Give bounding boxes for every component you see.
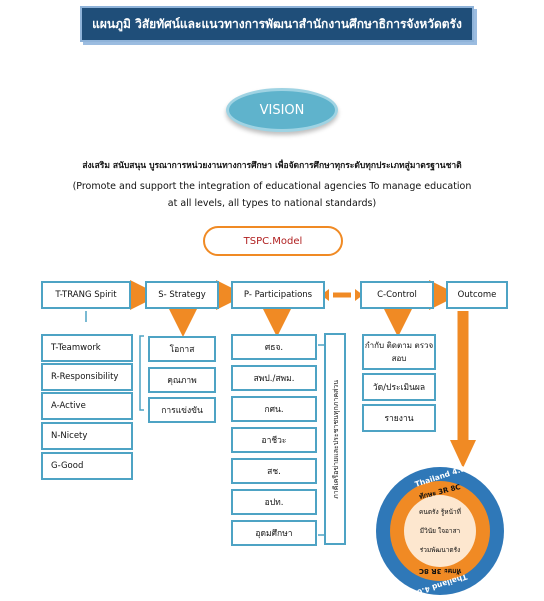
page-title: แผนภูมิ วิสัยทัศน์และแนวทางการพัฒนาสำนัก… xyxy=(80,6,474,42)
vision-thai-text: ส่งเสริม สนับสนุน บูรณาการหน่วยงานทางการ… xyxy=(82,161,462,171)
participation-item: สช. xyxy=(231,458,317,484)
trang-item: T-Teamwork xyxy=(41,334,133,362)
vision-badge: VISION xyxy=(226,88,338,132)
strategy-item: การแข่งขัน xyxy=(148,397,216,423)
trang-item: G-Good xyxy=(41,452,133,480)
outcome-inner-circle xyxy=(404,495,476,567)
outcome-inner-line: ร่วมพัฒนาตรัง xyxy=(419,546,461,554)
strategy-item: โอกาส xyxy=(148,336,216,362)
model-label: TSPC.Model xyxy=(203,226,343,256)
control-item: รายงาน xyxy=(362,404,436,432)
trang-item: R-Responsibility xyxy=(41,363,133,391)
participation-side-box xyxy=(324,333,346,545)
vision-english-line2: at all levels, all types to national sta… xyxy=(167,198,377,209)
control-item: กำกับ ติดตาม ตรวจสอบ xyxy=(362,334,436,370)
trang-spirit-box: T-TRANG Spirit xyxy=(41,281,131,309)
participation-item: อุดมศึกษา xyxy=(231,520,317,546)
arrowhead-right xyxy=(355,289,363,301)
participation-item: ศธจ. xyxy=(231,334,317,360)
participation-item: อาชีวะ xyxy=(231,427,317,453)
participation-side-label: ภาคีเครือข่ายและประชาชนทุกภาคส่วน xyxy=(324,333,346,545)
trang-item: N-Nicety xyxy=(41,422,133,450)
strategy-item: คุณภาพ xyxy=(148,367,216,393)
outcome-box: Outcome xyxy=(446,281,508,309)
trang-item: A-Active xyxy=(41,392,133,420)
vision-english-line1: (Promote and support the integration of … xyxy=(72,181,472,192)
participation-item: สพป./สพม. xyxy=(231,365,317,391)
participation-item: กศน. xyxy=(231,396,317,422)
strategy-bracket xyxy=(139,335,144,411)
participation-side-text: ภาคีเครือข่ายและประชาชนทุกภาคส่วน xyxy=(331,379,340,499)
control-box: C-Control xyxy=(360,281,434,309)
strategy-box: S- Strategy xyxy=(145,281,219,309)
outcome-inner-line: มีวินัย ใจอาสา xyxy=(419,527,461,535)
participations-box: P- Participations xyxy=(231,281,325,309)
arrow-to-outcome-head xyxy=(450,440,476,468)
outcome-inner-line: คนตรัง รู้หน้าที่ xyxy=(419,508,461,516)
control-item: วัด/ประเมินผล xyxy=(362,373,436,401)
arrowhead-left xyxy=(321,289,329,301)
participation-item: อปท. xyxy=(231,489,317,515)
